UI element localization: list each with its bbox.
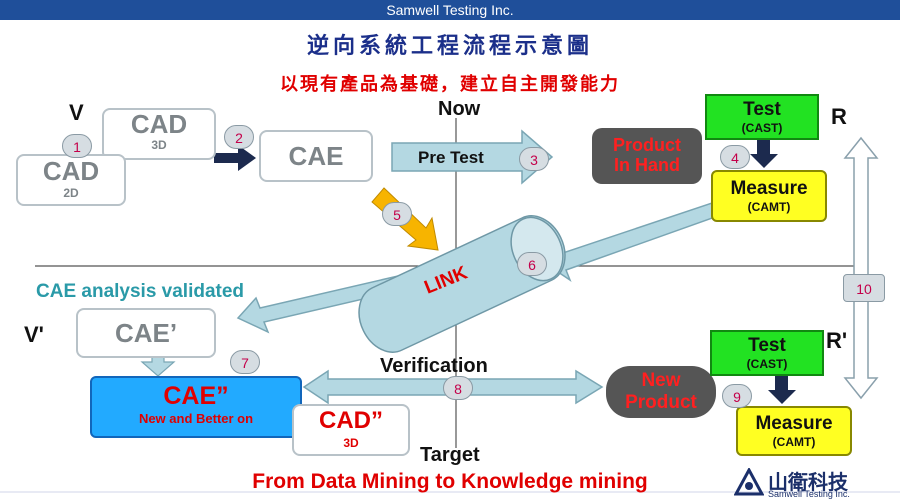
step-9-badge: 9 <box>722 384 752 408</box>
new-product-line1: New <box>641 370 681 391</box>
cad-3d-sub: 3D <box>151 138 167 152</box>
cad-2d-box: CAD 2D <box>16 154 126 206</box>
label-r: R <box>831 104 847 129</box>
cad-new-main: CAD” <box>319 407 383 434</box>
verification-label: Verification <box>380 355 488 377</box>
test-top-sub: (CAST) <box>741 121 783 135</box>
cad-2d-main: CAD <box>42 156 100 186</box>
axis-target-label: Target <box>420 444 480 466</box>
footer-tagline: From Data Mining to Knowledge mining <box>252 470 648 493</box>
logo-english-name: Samwell Testing Inc. <box>768 489 850 499</box>
step-5-badge: 5 <box>382 202 412 226</box>
product-in-hand-line2: In Hand <box>614 155 680 175</box>
label-v: V <box>69 100 84 125</box>
step-3-badge: 3 <box>519 147 549 171</box>
measure-camt-top-box: Measure (CAMT) <box>711 170 827 222</box>
company-logo: 山衛科技 Samwell Testing Inc. <box>734 466 894 499</box>
cae-box: CAE <box>259 130 373 182</box>
measure-top-main: Measure <box>730 178 808 199</box>
step-7-badge: 7 <box>230 350 260 374</box>
diagram-title: 逆向系統工程流程示意圖 <box>306 33 593 59</box>
test-cast-bottom-box: Test (CAST) <box>710 330 824 376</box>
cae-prime-main: CAE’ <box>114 318 178 348</box>
logo-chinese-name: 山衛科技 <box>768 470 848 494</box>
measure-bottom-main: Measure <box>755 413 833 434</box>
arrow-cad-to-cae <box>214 145 256 171</box>
step-4-badge: 4 <box>720 145 750 169</box>
cae-new-main: CAE” <box>163 382 229 410</box>
cad-2d-sub: 2D <box>63 186 79 200</box>
step-6-badge: 6 <box>517 252 547 276</box>
test-top-main: Test <box>743 99 781 120</box>
new-product-line2: Product <box>625 392 697 413</box>
test-bottom-main: Test <box>748 335 786 356</box>
cae-validated-label: CAE analysis validated <box>36 281 245 302</box>
measure-camt-bottom-box: Measure (CAMT) <box>736 406 852 456</box>
cad-3d-main: CAD <box>130 109 188 139</box>
arrow-measure-to-link <box>545 202 720 282</box>
cae-new-sub: New and Better on <box>138 411 254 426</box>
cae-prime-box: CAE’ <box>76 308 216 358</box>
step-10-badge: 10 <box>843 274 885 302</box>
product-in-hand-line1: Product <box>612 135 681 155</box>
label-r-prime: R' <box>826 328 848 353</box>
step-8-badge: 8 <box>443 376 473 400</box>
measure-top-sub: (CAMT) <box>747 200 791 214</box>
arrow-test-to-measure-bottom <box>768 376 796 404</box>
cae-new-box: CAE” New and Better on <box>90 376 302 438</box>
diagram-subtitle: 以現有產品為基礎，建立自主開發能力 <box>280 74 620 95</box>
cad-new-sub: 3D <box>343 436 359 450</box>
test-bottom-sub: (CAST) <box>746 357 788 371</box>
product-in-hand-box: Product In Hand <box>592 128 702 184</box>
label-v-prime: V' <box>24 322 44 347</box>
top-banner: Samwell Testing Inc. <box>0 0 900 20</box>
logo-mark-icon <box>734 468 764 496</box>
new-product-box: New Product <box>606 366 716 418</box>
pretest-label: Pre Test <box>418 148 484 167</box>
arrow-test-to-measure-top <box>750 140 778 168</box>
cae-main: CAE <box>288 141 344 171</box>
measure-bottom-sub: (CAMT) <box>772 435 816 449</box>
axis-now-label: Now <box>438 98 481 120</box>
right-double-arrow <box>843 136 879 400</box>
test-cast-top-box: Test (CAST) <box>705 94 819 140</box>
cad-new-box: CAD” 3D <box>292 404 410 456</box>
cad-3d-box: CAD 3D <box>102 108 216 160</box>
step-1-badge: 1 <box>62 134 92 158</box>
step-2-badge: 2 <box>224 125 254 149</box>
